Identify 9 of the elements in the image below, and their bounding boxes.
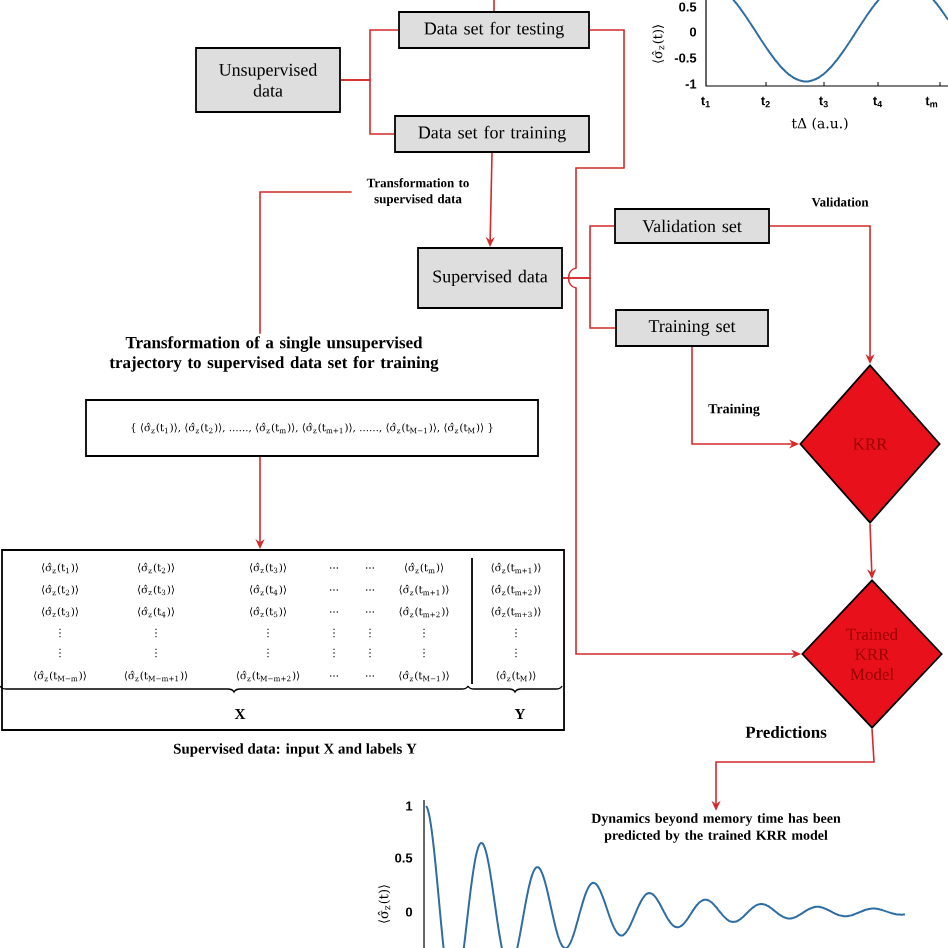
data-box: Supervised data — [417, 247, 563, 309]
data-box: Data set for training — [394, 115, 590, 153]
matrix-box — [1, 549, 565, 731]
data-box: Unsupervised data — [195, 47, 341, 113]
data-box: Data set for testing — [398, 11, 590, 49]
heading: Transformation of a single unsupervised trajectory to supervised data set for training — [109, 336, 439, 372]
edge-label: Predictions — [743, 724, 829, 740]
data-box: Training set — [615, 309, 769, 347]
data-box: Validation set — [614, 208, 770, 244]
